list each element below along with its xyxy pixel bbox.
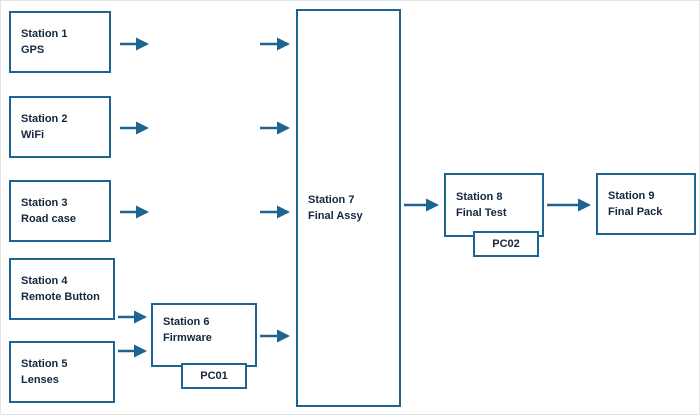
station-5-box: Station 5 Lenses	[9, 341, 115, 403]
station-7-title: Station 7	[308, 194, 355, 206]
station-7-box: Station 7 Final Assy	[296, 9, 401, 407]
station-5-title: Station 5	[21, 358, 68, 370]
station-8-subtitle: Final Test	[456, 207, 507, 219]
station-2-title: Station 2	[21, 113, 68, 125]
station-2-box: Station 2 WiFi	[9, 96, 111, 158]
station-3-title: Station 3	[21, 197, 68, 209]
station-6-pc-tag: PC01	[181, 363, 247, 389]
station-4-subtitle: Remote Button	[21, 291, 100, 303]
station-8-title: Station 8	[456, 191, 503, 203]
station-8-box: Station 8 Final Test	[444, 173, 544, 237]
station-3-box: Station 3 Road case	[9, 180, 111, 242]
station-5-subtitle: Lenses	[21, 374, 59, 386]
station-3-subtitle: Road case	[21, 213, 77, 225]
station-1-subtitle: GPS	[21, 44, 45, 56]
station-9-box: Station 9 Final Pack	[596, 173, 696, 235]
station-4-title: Station 4	[21, 275, 68, 287]
station-8-pc-tag: PC02	[473, 231, 539, 257]
station-9-subtitle: Final Pack	[608, 206, 663, 218]
station-7-subtitle: Final Assy	[308, 210, 363, 222]
station-6-box: Station 6 Firmware	[151, 303, 257, 367]
station-1-title: Station 1	[21, 28, 68, 40]
station-6-subtitle: Firmware	[163, 332, 212, 344]
station-2-subtitle: WiFi	[21, 129, 45, 141]
station-1-box: Station 1 GPS	[9, 11, 111, 73]
station-9-title: Station 9	[608, 190, 655, 202]
station-4-box: Station 4 Remote Button	[9, 258, 115, 320]
station-6-title: Station 6	[163, 316, 210, 328]
